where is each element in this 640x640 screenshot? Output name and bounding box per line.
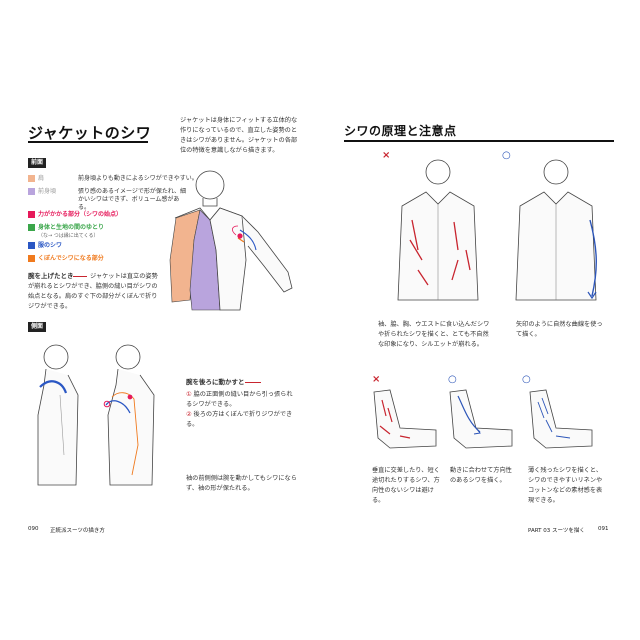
legend-swatch-shoulder (28, 175, 35, 182)
ok-mark-arm-2: ○ (522, 374, 531, 385)
ok-mark-top: ○ (502, 150, 511, 161)
raise-arm-text: ジャケットは直立の姿勢が崩れるとシワができ、脇側の縫い目がシワの始点となる。肩の… (28, 273, 158, 310)
ok-jacket-illustration (515, 159, 597, 301)
legend-swatch-hollow (28, 255, 35, 262)
back-arm-point-1: ① 脇の正面側の縫い目から引っ張られるシワができる。 (186, 390, 296, 410)
legend-hollow: くぼんでシワになる部分 (28, 255, 104, 263)
legend-front-body-label: 前身頃 (38, 188, 57, 195)
legend-front-body: 前身頃 (28, 188, 56, 196)
point-2-marker: ② (186, 411, 192, 418)
ng-mark-top: × (382, 150, 391, 161)
legend-swatch-front-body (28, 188, 35, 195)
ok-arm-caption-2: 薄く残ったシワを描くと、シワのできやすいリネンやコットンなどの素材感を表現できる… (528, 467, 603, 504)
back-arm-heading: 腕を後ろに動かすと (186, 378, 245, 386)
ok-mark-arm-1: ○ (448, 374, 457, 385)
legend-tension-label: 力がかかる部分（シワの始点） (38, 211, 123, 218)
ok-arm-illustration-2 (529, 389, 593, 449)
legend-shoulder-label: 肩 (38, 175, 45, 182)
left-page-number: 090 (28, 526, 39, 532)
ok-arm-illustration-1 (449, 389, 513, 449)
legend-shoulder: 肩 (28, 175, 44, 183)
right-page-title: シワの原理と注意点 (344, 124, 457, 138)
left-title-rule (28, 141, 148, 143)
legend-swatch-tension (28, 211, 35, 218)
ok-jacket-caption: 矢印のように自然な曲線を使って描く。 (516, 321, 603, 338)
legend-tension: 力がかかる部分（シワの始点） (28, 211, 122, 219)
ng-arm-illustration (373, 389, 437, 449)
right-running-head: PART 03 スーツを描く (528, 528, 585, 534)
raise-arm-heading: 腕を上げたとき (28, 272, 74, 280)
side-view-tag: 側面 (28, 322, 47, 332)
legend-swatch-wrinkle (28, 242, 35, 249)
point-1-marker: ① (186, 391, 192, 398)
legend-hollow-label: くぼんでシワになる部分 (38, 255, 104, 262)
back-arm-point-1-text: 脇の正面側の縫い目から引っ張られるシワができる。 (186, 391, 293, 408)
left-page-title: ジャケットのシワ (28, 124, 152, 142)
left-intro-text: ジャケットは身体にフィットする立体的な作りになっているので、直立した姿勢のときは… (180, 117, 298, 154)
front-view-tag: 前面 (28, 158, 47, 168)
legend-ease-label: 身体と生地の間のゆとり (38, 224, 105, 231)
side-jacket-illustration-2 (103, 344, 155, 486)
legend-shoulder-text: 前身頃よりも動きによるシワができやすい。 (78, 175, 198, 182)
front-jacket-illustration (169, 170, 293, 311)
legend-wrinkle: 服のシワ (28, 242, 62, 250)
legend-ease: 身体と生地の間のゆとり (28, 224, 104, 232)
ng-jacket-illustration (397, 159, 479, 301)
ng-jacket-caption: 袖、脇、胸、ウエストに食い込んだシワや折られたシワを描くと、とても不自然な印象に… (378, 321, 490, 348)
legend-wrinkle-label: 服のシワ (38, 242, 63, 249)
back-arm-note: 袖の前側側は腕を動かしてもシワにならず、袖の形が保たれる。 (186, 475, 297, 492)
back-arm-rule (245, 382, 261, 383)
left-running-head: 正統派スーツの描き方 (50, 528, 105, 534)
back-arm-point-2-text: 後ろの方はくぼんで折りジワができる。 (186, 411, 293, 428)
ng-arm-caption: 垂直に交差したり、短く途切れたりするシワ、方向性のないシワは避ける。 (372, 467, 440, 504)
back-arm-point-2: ② 後ろの方はくぼんで折りジワができる。 (186, 410, 296, 430)
ng-mark-arm: × (372, 374, 381, 385)
legend-front-body-text: 張り感のあるイメージで形が保たれ、細かいシワはできず、ボリューム感がある。 (78, 188, 186, 211)
side-jacket-illustration-1 (37, 344, 79, 486)
ok-arm-caption-1: 動きに合わせて方向性のあるシワを描く。 (450, 467, 512, 484)
right-page-number: 091 (598, 526, 609, 532)
legend-swatch-ease (28, 224, 35, 231)
legend-ease-note: （な→ つは縁に出てくる） (38, 233, 99, 239)
raise-arm-rule (73, 276, 87, 277)
right-title-rule (344, 140, 614, 142)
